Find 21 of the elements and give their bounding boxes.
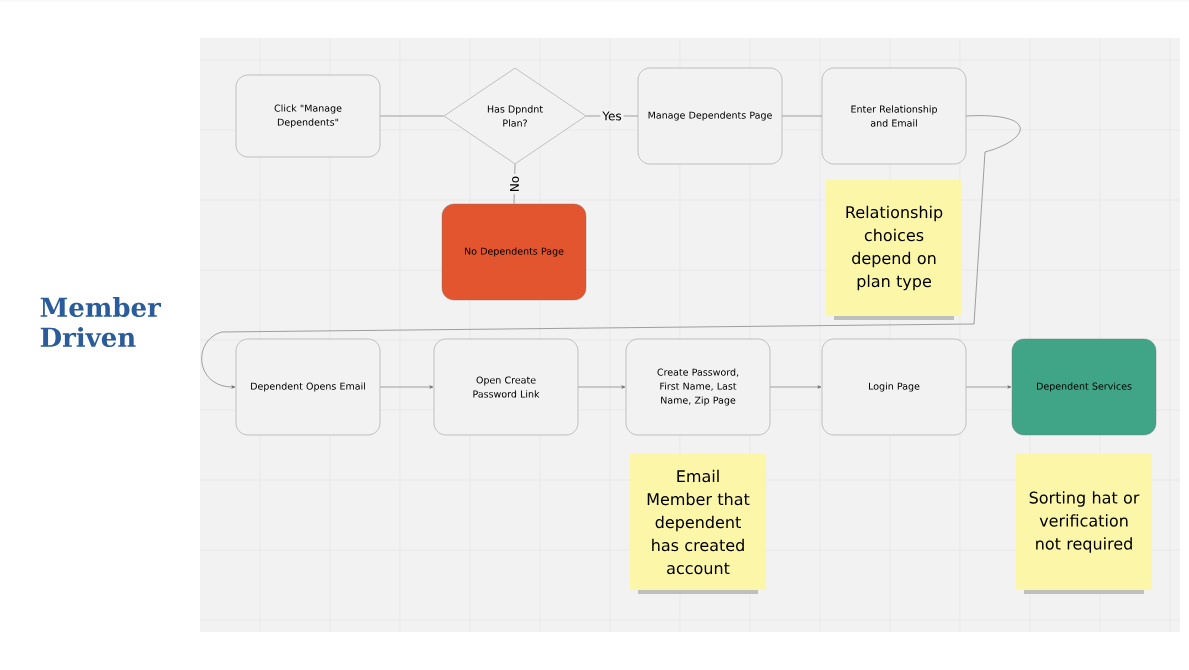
connector xyxy=(769,385,822,389)
process-box: Dependent Services xyxy=(1011,338,1157,436)
connector xyxy=(965,385,1012,389)
title: Member Driven xyxy=(40,296,162,348)
connector xyxy=(379,115,445,117)
sticky-note: Email Member that dependent has created account xyxy=(630,454,766,594)
process-box: Login Page xyxy=(821,338,967,436)
process-box: Click "Manage Dependents" xyxy=(235,74,381,158)
process-box: Manage Dependents Page xyxy=(637,67,783,165)
connector xyxy=(781,115,823,117)
connector xyxy=(379,385,434,389)
process-box: Dependent Opens Email xyxy=(235,338,381,436)
process-box: Enter Relationship and Email xyxy=(821,67,967,165)
connector xyxy=(201,115,1021,389)
process-box: Open Create Password Link xyxy=(433,338,579,436)
edge-label: No xyxy=(508,173,521,195)
process-box: Create Password, First Name, Last Name, Zip Page xyxy=(625,338,771,436)
sticky-note: Sorting hat or verification not required xyxy=(1016,454,1152,594)
sticky-note: Relationship choices depend on plan type xyxy=(826,180,962,320)
process-box: No Dependents Page xyxy=(441,203,587,301)
connector xyxy=(577,385,626,389)
